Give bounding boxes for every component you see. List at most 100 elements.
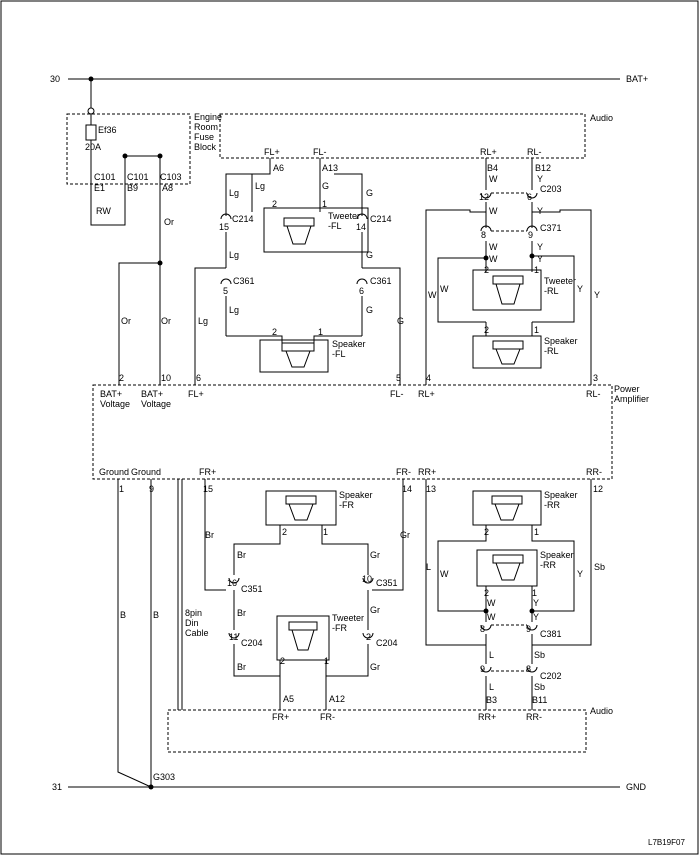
tweeter-fr-label-2: -FR [332, 623, 347, 633]
tweeter-fl-icon [286, 225, 312, 245]
c204-pin-11: 11 [229, 632, 238, 642]
speaker-fr-box [265, 490, 337, 526]
bat-rail-number: 30 [50, 74, 60, 84]
amp-pin-6: 6 [196, 373, 201, 383]
fuse-name: Ef36 [98, 125, 117, 135]
amp-label-rlm: RL- [586, 389, 601, 399]
wire-lg-fl-2: Lg [229, 188, 239, 198]
wire-w-rl-1: W [489, 174, 498, 184]
fuse-pin-a8-conn: C103 [160, 172, 182, 182]
wire-l-rr-2: L [489, 650, 494, 660]
tweeter-fr-icon [291, 629, 315, 651]
speaker-rr-b-pin-1: 1 [532, 588, 537, 598]
wire-gr-fr-4: Gr [370, 662, 380, 672]
speaker-fr-icon [288, 503, 314, 521]
amp-label-flm: FL- [390, 389, 404, 399]
c203-pin-12: 12 [479, 192, 489, 202]
amp-label-batv2-a: BAT+ [141, 389, 163, 399]
speaker-fl-box [259, 339, 329, 373]
c204-pin-2: 2 [366, 632, 371, 642]
fuse-block: Ef36 20A Engine Room Fuse Block C101 E1 … [66, 79, 222, 385]
wire-g-fl-3: G [366, 250, 373, 260]
speaker-rr-a-pin-1: 1 [534, 527, 539, 537]
wire-br-fr-1: Br [205, 530, 214, 540]
wire-y-rr-2: Y [533, 598, 539, 608]
wire-lg-fl-3: Lg [229, 250, 239, 260]
audio-pin-b12: B12 [535, 163, 551, 173]
amp-pin-12: 12 [593, 484, 603, 494]
tweeter-fl-pin-2: 2 [272, 199, 277, 209]
wire-or-1: Or [164, 217, 174, 227]
fuse-block-title-4: Block [194, 142, 217, 152]
tweeter-rl-icon [495, 283, 521, 305]
amp-label-batv1-b: Voltage [100, 399, 130, 409]
audio-pin-rr-plus: RR+ [478, 712, 496, 722]
c361-pin-5: 5 [223, 286, 228, 296]
wire-y-rl-2: Y [537, 206, 543, 216]
amp-pin-15: 15 [203, 484, 213, 494]
c351-label-right: C351 [376, 578, 398, 588]
wire-g-fl-2: G [366, 188, 373, 198]
c351-pin-10: 10 [362, 574, 372, 584]
wire-gr-fr-3: Gr [370, 605, 380, 615]
audio-pin-rl-plus: RL+ [480, 147, 497, 157]
fuse-pin-e1-conn: C101 [94, 172, 116, 182]
wire-or-3: Or [161, 316, 171, 326]
tweeter-fr-box [276, 615, 330, 661]
speaker-rl-pin-1: 1 [534, 325, 539, 335]
amp-pin-1: 1 [119, 484, 124, 494]
wire-g-fl-5: G [397, 316, 404, 326]
wire-y-rr-1: Y [577, 569, 583, 579]
c361-label-left: C361 [233, 276, 255, 286]
wire-l-rr-3: L [489, 682, 494, 692]
speaker-rl-label-1: Speaker [544, 336, 578, 346]
amp-label-frm: FR- [396, 467, 411, 477]
speaker-fr-label-2: -FR [339, 500, 354, 510]
bat-rail: 30 BAT+ [50, 74, 648, 84]
audio-bottom-title: Audio [590, 706, 613, 716]
c204-label-right: C204 [376, 638, 398, 648]
c371-label: C371 [540, 223, 562, 233]
c381-label: C381 [540, 629, 562, 639]
wire-lg-fl-4: Lg [229, 305, 239, 315]
speaker-rl-pin-2: 2 [484, 325, 489, 335]
ground-wires: B B G303 8pin Din Cable [117, 479, 209, 788]
amp-label-batv1-a: BAT+ [100, 389, 122, 399]
wire-y-rl-3: Y [594, 290, 600, 300]
audio-unit-bottom: Audio FR+ FR- RR+ RR- [167, 706, 613, 753]
fuse-pin-e1: E1 [94, 183, 105, 193]
wire-w-rr-1: W [440, 569, 449, 579]
c381-pin-8: 8 [480, 624, 485, 634]
speaker-fr-label-1: Speaker [339, 490, 373, 500]
fuse-block-title-1: Engine [194, 112, 222, 122]
cable-label-3: Cable [185, 628, 209, 638]
amp-label-rrp: RR+ [418, 467, 436, 477]
c203-label: C203 [540, 184, 562, 194]
wire-sb-rr-3: Sb [534, 682, 545, 692]
c214-pin-14: 14 [356, 222, 366, 232]
tweeter-fl-pin-1: 1 [322, 199, 327, 209]
fl-circuit: Lg G Lg G 2 1 Tweeter -FL 15 14 C214 C21… [194, 158, 404, 385]
tweeter-fr-label-1: Tweeter [332, 613, 364, 623]
wire-w-rr-2: W [487, 598, 496, 608]
speaker-rr-b-icon [495, 562, 521, 581]
speaker-fr-pin-1: 1 [323, 527, 328, 537]
audio-pin-rl-minus: RL- [527, 147, 542, 157]
wire-w-rr-3: W [487, 612, 496, 622]
audio-unit-top: Audio FL+ FL- RL+ RL- A6 A13 B4 B12 [219, 113, 613, 173]
audio-pin-fr-minus: FR- [320, 712, 335, 722]
amp-title-2: Amplifier [614, 394, 649, 404]
wire-sb-rr-1: Sb [594, 562, 605, 572]
audio-pin-fl-plus: FL+ [264, 147, 280, 157]
amp-label-rrm: RR- [586, 467, 602, 477]
tweeter-rl-pin-2: 2 [484, 265, 489, 275]
c381-pin-9: 9 [526, 624, 531, 634]
wire-or-2: Or [121, 316, 131, 326]
speaker-rr-b-label-1: Speaker [540, 550, 574, 560]
wire-y-rl-1: Y [537, 174, 543, 184]
audio-pin-b11: B11 [532, 695, 547, 705]
wire-lg-fl-1: Lg [255, 181, 265, 191]
speaker-fl-pin-2: 2 [272, 327, 277, 337]
power-amplifier: Power Amplifier 2 10 6 5 4 3 BAT+ Voltag… [92, 373, 649, 494]
speaker-rr-a-label-2: -RR [544, 500, 560, 510]
